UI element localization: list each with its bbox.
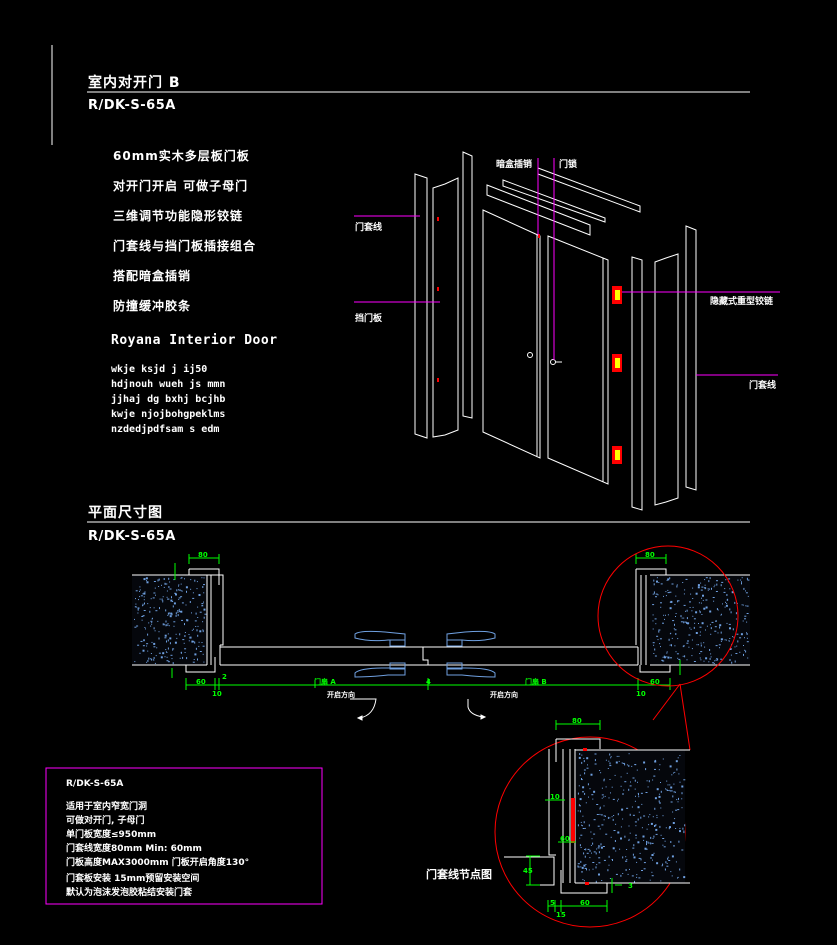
casing-left-bottom [185, 657, 216, 673]
model-code-1: R/DK-S-65A [88, 98, 176, 113]
dim-left-bottom: 10 [212, 690, 222, 698]
dim-casing-left: 80 [198, 551, 208, 559]
callout-stop-board: 挡门板 [355, 314, 383, 324]
notes-line: 门套板安装 15mm预留安装空间 [66, 874, 200, 884]
dim-leaf-a: 门扇 A [314, 677, 336, 686]
notes-line: 适用于室内窄宽门洞 [66, 802, 148, 812]
door-handles [354, 630, 496, 678]
dim-right-small: 60 [650, 678, 660, 686]
section-title-door: 室内对开门 B [88, 75, 181, 91]
brand-name: Royana Interior Door [111, 333, 278, 348]
hinge-set [437, 217, 622, 464]
wall-left-speckle [134, 577, 207, 665]
callout-lock: 门锁 [559, 160, 578, 170]
feature-item: 搭配暗盒插销 [113, 269, 192, 283]
detail-label: 门套线节点图 [426, 868, 492, 881]
model-code-2: R/DK-S-65A [88, 529, 176, 544]
dim-left-gap: 2 [222, 673, 227, 681]
dim-casing-right: 80 [645, 551, 655, 559]
placeholder-line: hdjnouh wueh js mmn [111, 379, 226, 390]
notes-code: R/DK-S-65A [66, 779, 124, 789]
callout-lines [354, 158, 780, 376]
wall-right [650, 575, 750, 665]
small-detail-circle [597, 545, 739, 687]
buffer-strip [571, 798, 575, 843]
top-rail-2 [502, 179, 606, 223]
opening-direction-right: 开启方向 [490, 691, 518, 699]
door-leaf-right [547, 235, 609, 485]
stop-board-right [654, 253, 679, 506]
callout-casing-right: 门套线 [749, 381, 777, 391]
detail-dim-bottom-c: 15 [556, 911, 566, 919]
detail-view [504, 720, 690, 912]
stop-board-left [432, 177, 459, 438]
feature-item: 三维调节功能隐形铰链 [113, 209, 244, 223]
top-rail-3 [486, 184, 591, 236]
dim-center: 4 [426, 678, 431, 686]
section-title-plan: 平面尺寸图 [88, 505, 163, 521]
top-rail-1 [537, 167, 641, 213]
feature-item: 对开门开启 可做子母门 [113, 179, 249, 193]
casing-right-top [635, 568, 667, 645]
notes-box-border [45, 767, 323, 905]
detail-dim-mid-a: 10 [550, 793, 560, 801]
detail-dim-mid-b: 60 [560, 835, 570, 843]
opening-arrows [350, 698, 487, 721]
feature-item: 门套线与挡门板插接组合 [113, 239, 257, 253]
placeholder-line: jjhaj dg bxhj bcjhb [111, 394, 226, 405]
detail-dim-bottom-a: 5 [550, 899, 555, 907]
casing-strip-left-2 [462, 151, 473, 419]
plan-view [132, 554, 750, 721]
callout-hidden-bolt: 暗盒插销 [496, 160, 533, 170]
detail-wall [575, 750, 685, 883]
feature-item: 60mm实木多层板门板 [113, 149, 250, 163]
casing-strip-right-1 [631, 256, 643, 511]
detail-dim-bottom-b: 60 [580, 899, 590, 907]
notes-line: 门板高度MAX3000mm 门板开启角度130° [66, 858, 250, 868]
casing-strip-right-2 [685, 225, 697, 491]
casing-left-top [188, 568, 220, 585]
dim-left-small: 60 [196, 678, 206, 686]
opening-direction-left: 开启方向 [327, 691, 355, 699]
wall-right-speckle [652, 577, 750, 664]
casing-right-bottom [639, 665, 671, 673]
dim-right-bottom: 10 [636, 690, 646, 698]
detail-dim-top: 80 [572, 717, 582, 725]
placeholder-line: kwje njojbohgpeklms [111, 409, 226, 420]
callout-casing-left: 门套线 [355, 223, 383, 233]
dim-leaf-b: 门扇 B [525, 677, 547, 686]
dimension-lines [171, 554, 681, 690]
detail-dim-side: 45 [523, 867, 533, 875]
placeholder-line: nzdedjpdfsam s edm [111, 424, 220, 435]
placeholder-line: wkje ksjd j ij50 [111, 364, 208, 375]
feature-item: 防撞缓冲胶条 [113, 299, 192, 313]
door-leaf-left [482, 209, 541, 459]
notes-line: 默认为泡沫发泡胶粘结安装门套 [66, 888, 193, 898]
dimension-labels: 80 80 60 2 10 门扇 A 4 门扇 B 60 10 80 10 60… [196, 551, 660, 919]
notes-line: 门套线宽度80mm Min: 60mm [66, 844, 202, 854]
exploded-door-view [414, 151, 697, 511]
detail-dim-right: 3 [628, 882, 633, 890]
notes-line: 单门板宽度≤950mm [66, 830, 157, 840]
notes-line: 可做对开门, 子母门 [66, 816, 145, 826]
casing-strip-left-1 [414, 173, 428, 439]
callout-hinge: 隐藏式重型铰链 [710, 297, 774, 307]
detail-wall-speckle [577, 753, 686, 883]
